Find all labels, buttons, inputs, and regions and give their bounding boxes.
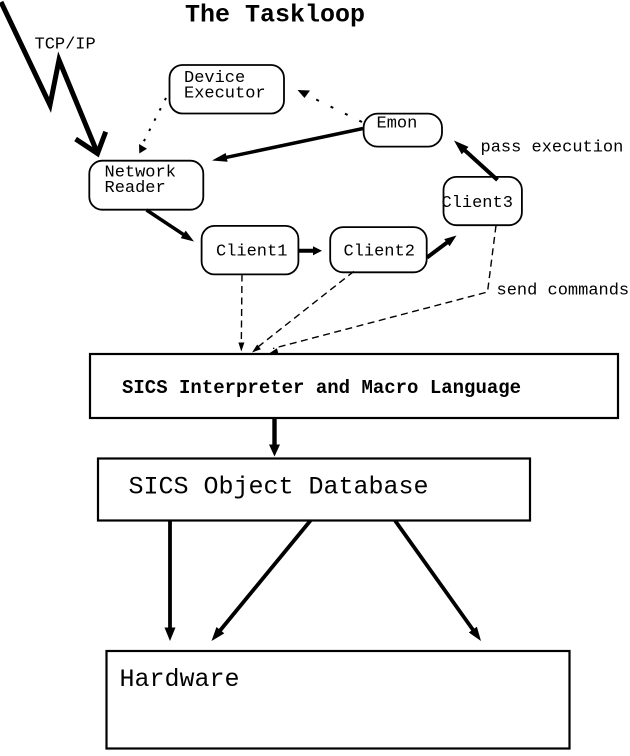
svg-text:Client3: Client3	[442, 194, 513, 213]
svg-text:TCP/IP: TCP/IP	[35, 36, 96, 55]
svg-text:Client1: Client1	[216, 243, 287, 262]
svg-text:SICS Object Database: SICS Object Database	[129, 472, 429, 501]
svg-text:Hardware: Hardware	[120, 665, 240, 694]
svg-text:Client2: Client2	[344, 243, 415, 262]
svg-text:Reader: Reader	[105, 179, 166, 198]
svg-text:Device: Device	[184, 69, 245, 88]
svg-text:Network: Network	[105, 163, 176, 182]
svg-text:Emon: Emon	[377, 115, 418, 134]
svg-text:SICS Interpreter and Macro Lan: SICS Interpreter and Macro Language	[122, 377, 521, 399]
svg-text:Executor: Executor	[184, 84, 266, 103]
svg-text:send commands: send commands	[497, 282, 630, 301]
svg-text:The Taskloop: The Taskloop	[185, 1, 365, 30]
svg-text:pass execution: pass execution	[481, 139, 624, 158]
